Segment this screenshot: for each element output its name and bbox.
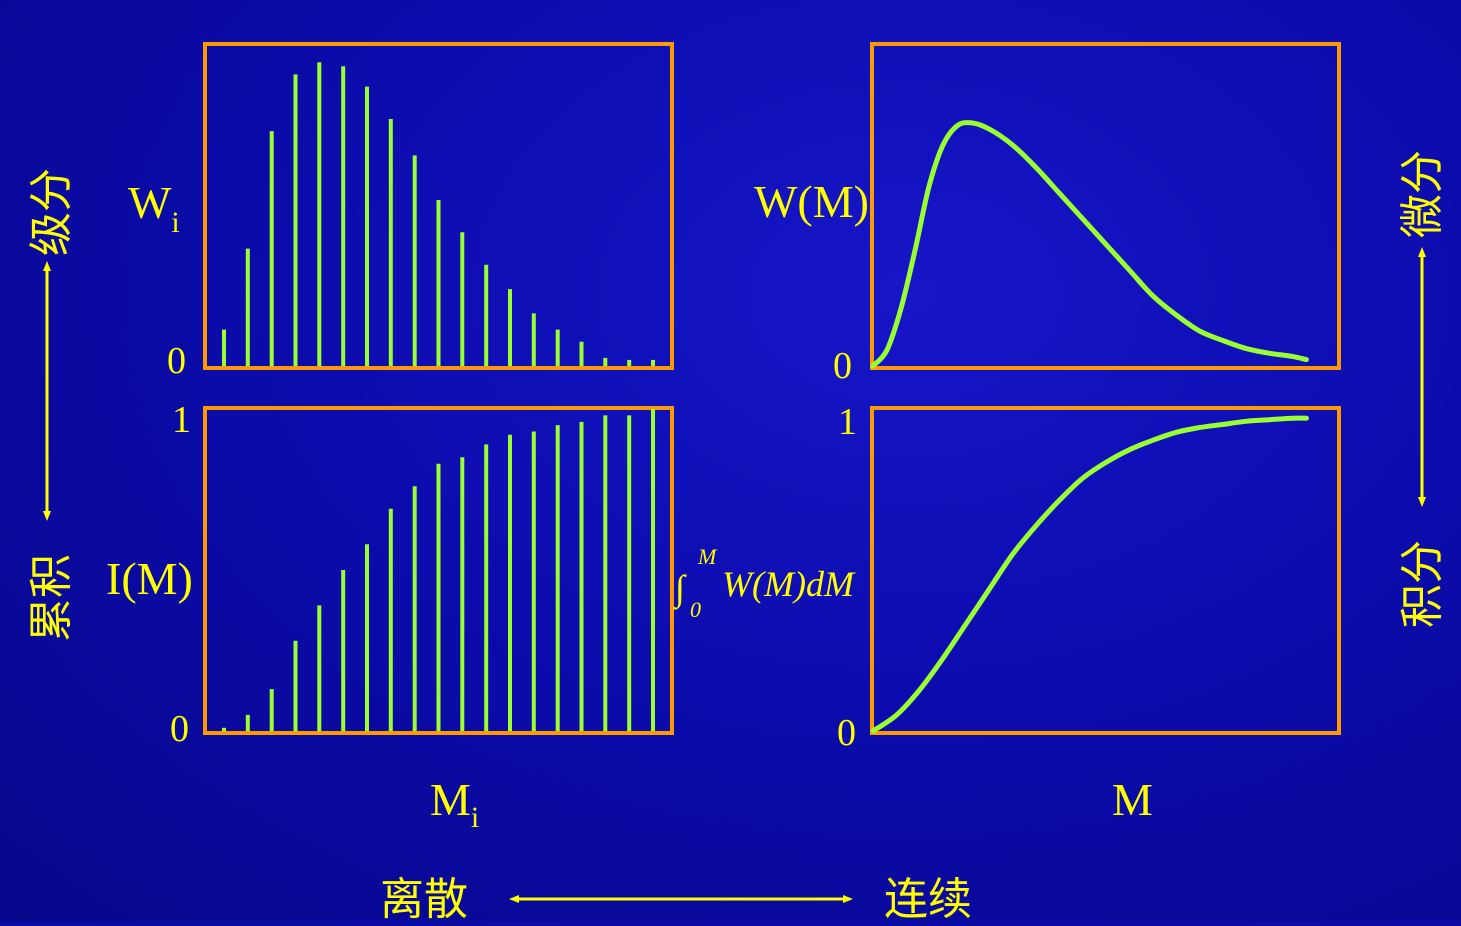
ytick-0-continuous-cumulative: 0 <box>837 712 856 754</box>
ytick-0-continuous-differential: 0 <box>833 345 852 387</box>
panel-frame-discrete-differential <box>203 42 674 370</box>
curve-continuous-cumulative <box>870 415 1309 734</box>
side-label-left-bottom: 累积 <box>26 554 77 642</box>
side-label-right-top: 微分 <box>1397 150 1448 238</box>
integral-lower-limit: 0 <box>690 597 701 622</box>
panel-frame-continuous-differential <box>870 42 1341 370</box>
side-label-bottom-left: 离散 <box>380 874 468 921</box>
ylabel-wm: W(M) <box>754 176 869 227</box>
ytick-0-discrete-differential: 0 <box>167 340 186 382</box>
ylabel-wi: Wi <box>128 177 180 239</box>
ytick-1-discrete-cumulative: 1 <box>172 399 191 441</box>
integral-body: W(M)dM <box>722 564 856 604</box>
side-label-left-top: 级分 <box>26 168 77 256</box>
bar-group-discrete-differential <box>222 62 655 366</box>
ytick-0-discrete-cumulative: 0 <box>170 708 189 750</box>
bar-group-discrete-cumulative <box>222 409 655 731</box>
side-label-right-bottom: 积分 <box>1397 540 1448 628</box>
ytick-1-continuous-cumulative: 1 <box>838 401 857 443</box>
side-label-bottom-right: 连续 <box>884 874 972 921</box>
ylabel-im: I(M) <box>106 553 193 604</box>
integral-upper-limit: M <box>697 544 718 569</box>
panel-frame-continuous-cumulative <box>870 406 1341 735</box>
curve-continuous-differential <box>870 120 1309 369</box>
panel-frame-discrete-cumulative <box>203 406 674 735</box>
xlabel-mi: Mi <box>430 774 479 834</box>
integral-sign: ∫ <box>673 568 687 610</box>
xlabel-m: M <box>1112 774 1153 825</box>
